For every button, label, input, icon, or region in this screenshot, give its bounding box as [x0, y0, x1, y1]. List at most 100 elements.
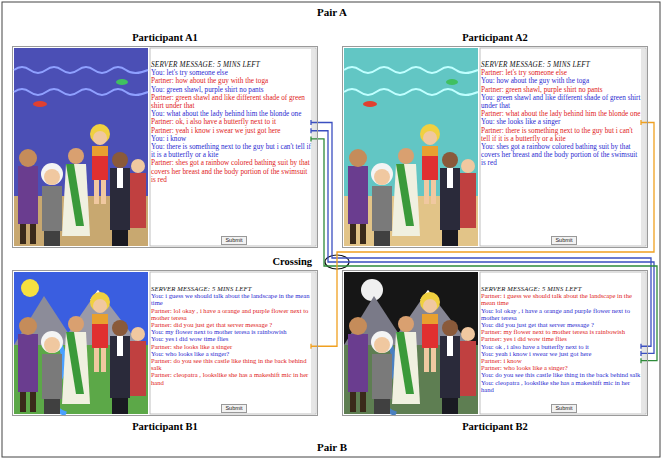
chat-message: Partner: let's try someone else	[481, 69, 641, 77]
chat-message: Partner: do you see this castle like thi…	[151, 357, 311, 371]
chat-message: You: let's try someone else	[151, 69, 311, 77]
chat-message: Partner: there is something next to the …	[481, 127, 641, 143]
panel-heading: Participant B2	[343, 421, 647, 433]
submit-button: Submit	[551, 404, 576, 413]
scene-wave	[344, 67, 478, 73]
message-text: You: ok , i also have a butterfly next t…	[481, 343, 641, 350]
message-text: You: there is something next to the guy …	[151, 143, 311, 159]
message-text: You: how about the guy with the toga	[481, 77, 641, 85]
message-text: You: who looks like a singer?	[151, 350, 311, 357]
scene-fish	[33, 101, 47, 107]
chat-message: Partner: my flower next to mother teresa…	[481, 328, 641, 335]
message-text: Partner: do you see this castle like thi…	[151, 357, 311, 371]
message-text: You: lol okay , i have a orange and purp…	[481, 307, 641, 321]
chat-area	[480, 48, 646, 246]
scene-fish	[446, 79, 458, 85]
chat-message: You: shes got a rainbow colored bathing …	[481, 143, 641, 168]
participant-panel: Participant A1SERVER MESSAGE: 5 MINS LEF…	[12, 46, 318, 248]
submit-button: Submit	[221, 236, 246, 245]
participant-panel: Participant B2SERVER MESSAGE: 5 MINS LEF…	[342, 270, 648, 416]
chat-message: You: cleopatra , lookslike she has a mak…	[481, 379, 641, 393]
chat-message: Partner: ok, i also have a butterfly nex…	[151, 118, 311, 126]
chat-message: You: ok , i also have a butterfly next t…	[481, 343, 641, 350]
scene-figures	[348, 292, 476, 414]
chat-message: You: i know	[151, 135, 311, 143]
message-text: You: i guess we should talk about the la…	[151, 292, 311, 306]
chat-message: You: yeah i know i swear we just got her…	[481, 350, 641, 357]
button-text: Submit	[225, 237, 242, 244]
chat-area	[150, 48, 316, 246]
scene-sun	[21, 279, 39, 297]
message-text: Partner: what about the lady behind him …	[481, 110, 641, 118]
message-text: Partner: yes i did wow time flies	[481, 335, 641, 342]
message-text: Partner: i guess we should talk about th…	[481, 292, 641, 306]
message-text: Partner: who looks like a singer?	[481, 364, 641, 371]
chat-area	[150, 272, 316, 414]
chat-area	[480, 272, 646, 414]
message-link	[311, 128, 654, 356]
message-text: Partner: lol okay , i have a orange and …	[151, 307, 311, 321]
scene-wave	[344, 89, 478, 95]
message-text: You: cleopatra , lookslike she has a mak…	[481, 379, 641, 393]
message-text: You: yeah i know i swear we just got her…	[481, 350, 641, 357]
message-text: SERVER MESSAGE: 5 MINS LEFT	[481, 61, 641, 69]
message-text: You: my flower next to mother teresa is …	[151, 328, 311, 335]
chat-message: Partner: shes got a rainbow colored bath…	[151, 159, 311, 184]
chat-message: You: i guess we should talk about the la…	[151, 292, 311, 306]
chat-message: You: yes i did wow time flies	[151, 335, 311, 342]
chat-message: You: do you see this castle like thing i…	[481, 371, 641, 378]
chat-message: You: what about the lady behind him the …	[151, 110, 311, 118]
message-text: Partner: my flower next to mother teresa…	[481, 328, 641, 335]
participant-panel: Participant B1SERVER MESSAGE: 5 MINS LEF…	[12, 270, 318, 416]
message-text: You: do you see this castle like thing i…	[481, 371, 641, 378]
button-text: Submit	[225, 405, 242, 412]
scene-wave	[14, 89, 148, 95]
chat-message: You: there is something next to the guy …	[151, 143, 311, 159]
chat-message: Partner: green shawl, purple shirt no pa…	[481, 86, 641, 94]
chat-message: Partner: yes i did wow time flies	[481, 335, 641, 342]
scene-figures	[348, 124, 476, 246]
chat-message: SERVER MESSAGE: 5 MINS LEFT	[151, 61, 311, 69]
chat-message: SERVER MESSAGE: 5 MINS LEFT	[481, 285, 641, 292]
panel-heading: Participant B1	[13, 421, 317, 433]
message-text: Partner: yeah i know i swear we just got…	[151, 127, 311, 135]
chat-message: You: lol okay , i have a orange and purp…	[481, 307, 641, 321]
chat-message: Partner: how about the guy with the toga	[151, 77, 311, 85]
scene-figures	[18, 292, 146, 414]
chat-message: Partner: lol okay , i have a orange and …	[151, 307, 311, 321]
chat-message: Partner: who looks like a singer?	[481, 364, 641, 371]
message-text: Partner: shes got a rainbow colored bath…	[151, 159, 311, 184]
panel-heading: Participant A2	[343, 32, 647, 44]
submit-button: Submit	[221, 404, 246, 413]
scene-sky	[14, 272, 148, 414]
message-text: You: green shawl and like different shad…	[481, 94, 641, 110]
chat-message: Partner: i guess we should talk about th…	[481, 292, 641, 306]
figure-label: Crossing	[273, 255, 312, 268]
chat-scrollbar	[641, 273, 646, 413]
message-text: Partner: i know	[481, 357, 641, 364]
scene-figures	[18, 124, 146, 246]
chat-scrollbar	[311, 49, 316, 245]
chat-message: You: how about the guy with the toga	[481, 77, 641, 85]
message-link	[311, 120, 651, 349]
message-text: Partner: how about the guy with the toga	[151, 77, 311, 85]
message-text: Partner: let's try someone else	[481, 69, 641, 77]
scene-fish	[363, 101, 377, 107]
chat-message: You: green shawl and like different shad…	[481, 94, 641, 110]
button-text: Submit	[555, 237, 572, 244]
message-text: SERVER MESSAGE: 5 MINS LEFT	[151, 285, 311, 292]
chat-message: SERVER MESSAGE: 5 MINS LEFT	[151, 285, 311, 292]
chat-message: Partner: green shawl and like different …	[151, 94, 311, 110]
message-text: Partner: ok, i also have a butterfly nex…	[151, 118, 311, 126]
message-text: You: she looks like a singer	[481, 118, 641, 126]
message-text: You: yes i did wow time flies	[151, 335, 311, 342]
chat-message: You: who looks like a singer?	[151, 350, 311, 357]
message-text: Partner: green shawl, purple shirt no pa…	[481, 86, 641, 94]
chat-message: You: she looks like a singer	[481, 118, 641, 126]
message-text: You: shes got a rainbow colored bathing …	[481, 143, 641, 168]
chat-message: Partner: cleopatra , lookslike she has a…	[151, 371, 311, 385]
chat-message: Partner: what about the lady behind him …	[481, 110, 641, 118]
message-link	[311, 120, 654, 349]
message-text: Partner: there is something next to the …	[481, 127, 641, 143]
